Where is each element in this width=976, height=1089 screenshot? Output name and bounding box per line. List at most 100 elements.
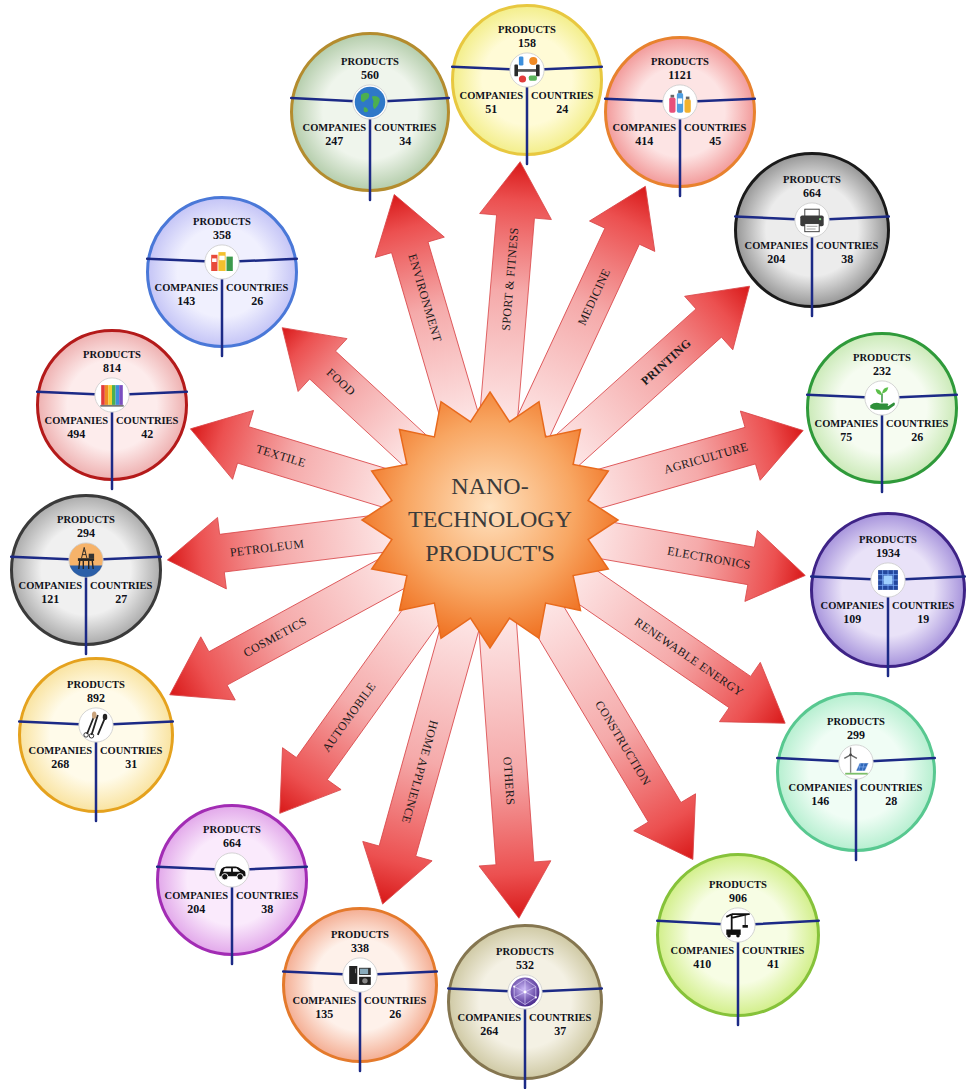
arrow-label: TEXTILE [254, 442, 307, 470]
products-group: PRODUCTS358 [146, 216, 298, 242]
arrow-label: ENVIRONMENT [405, 252, 444, 344]
products-label: PRODUCTS [776, 716, 936, 728]
countries-label: COUNTRIES [816, 240, 878, 252]
arrow-label-holder: AGRICULTURE [662, 440, 749, 477]
products-group: PRODUCTS560 [290, 56, 450, 82]
sector-icon [353, 85, 387, 119]
companies-count: 135 [293, 1007, 356, 1021]
products-label: PRODUCTS [36, 349, 188, 361]
sector-circle: PRODUCTS664COMPANIES204COUNTRIES38 [734, 152, 890, 308]
products-label: PRODUCTS [656, 879, 820, 891]
arrow-label-holder: FOOD [323, 365, 357, 398]
countries-count: 41 [742, 957, 804, 971]
sector-circle: PRODUCTS1121COMPANIES414 COUNTRIES45 [604, 36, 756, 188]
countries-count: 45 [684, 134, 746, 148]
companies-group: COMPANIES51 [460, 90, 523, 116]
products-label: PRODUCTS [451, 24, 603, 36]
companies-label: COMPANIES [613, 122, 676, 134]
countries-group: COUNTRIES38 [816, 240, 878, 266]
countries-group: COUNTRIES38 [236, 890, 298, 916]
products-label: PRODUCTS [10, 514, 162, 526]
sector-circle: PRODUCTS158COMPANIES51COUNTRIES24 [451, 4, 603, 156]
center-title: NANO- TECHNOLOGY PRODUCT'S [401, 470, 579, 571]
countries-label: COUNTRIES [100, 745, 162, 757]
products-count: 892 [18, 691, 174, 705]
sector-icon [839, 745, 873, 779]
products-group: PRODUCTS299 [776, 716, 936, 742]
companies-count: 146 [789, 794, 852, 808]
sector-icon [865, 381, 899, 415]
products-label: PRODUCTS [18, 679, 174, 691]
companies-label: COMPANIES [821, 600, 884, 612]
companies-count: 109 [821, 612, 884, 626]
companies-count: 51 [460, 102, 523, 116]
countries-count: 19 [892, 612, 954, 626]
countries-label: COUNTRIES [116, 415, 178, 427]
companies-count: 414 [613, 134, 676, 148]
countries-label: COUNTRIES [886, 418, 948, 430]
arrow-label-holder: PRINTING [638, 336, 694, 388]
countries-count: 34 [374, 134, 436, 148]
sector-circle: PRODUCTS532COMPANIES264COUNTRIES37 [447, 924, 603, 1080]
companies-group: COMPANIES264 [458, 1012, 521, 1038]
sector-arrow [500, 171, 678, 444]
companies-label: COMPANIES [671, 945, 734, 957]
countries-group: COUNTRIES26 [364, 995, 426, 1021]
countries-group: COUNTRIES37 [529, 1012, 591, 1038]
star-outline [362, 392, 618, 648]
sector-icon [510, 53, 544, 87]
arrow-label-holder: ENVIRONMENT [405, 252, 444, 344]
products-count: 338 [282, 941, 438, 955]
arrow-label: COSMETICS [241, 614, 309, 660]
arrow-label-holder: MEDICINE [575, 266, 613, 327]
products-group: PRODUCTS814 [36, 349, 188, 375]
products-group: PRODUCTS664 [156, 824, 308, 850]
products-group: PRODUCTS892 [18, 679, 174, 705]
sector-circle: PRODUCTS560COMPANIES247COUNTRIES34 [290, 32, 450, 192]
products-label: PRODUCTS [810, 534, 966, 546]
arrow-label: FOOD [323, 365, 357, 398]
countries-count: 28 [860, 794, 922, 808]
sector-arrow [360, 184, 497, 434]
companies-label: COMPANIES [458, 1012, 521, 1024]
countries-count: 38 [816, 252, 878, 266]
countries-group: COUNTRIES42 [116, 415, 178, 441]
companies-group: COMPANIES414 [613, 122, 676, 148]
companies-label: COMPANIES [303, 122, 366, 134]
arrow-label: PRINTING [638, 336, 694, 388]
arrow-label-holder: HOME APPLIENCE [399, 719, 441, 825]
arrow-label-holder: PETROLEUM [229, 536, 305, 559]
products-count: 294 [10, 526, 162, 540]
products-count: 664 [156, 836, 308, 850]
companies-label: COMPANIES [815, 418, 878, 430]
products-label: PRODUCTS [146, 216, 298, 228]
products-group: PRODUCTS232 [806, 352, 958, 378]
products-count: 158 [451, 36, 603, 50]
companies-count: 204 [745, 252, 808, 266]
products-label: PRODUCTS [734, 174, 890, 186]
products-group: PRODUCTS158 [451, 24, 603, 50]
countries-label: COUNTRIES [90, 580, 152, 592]
products-count: 906 [656, 891, 820, 905]
countries-label: COUNTRIES [742, 945, 804, 957]
sector-circle: PRODUCTS232COMPANIES75COUNTRIES26 [806, 332, 958, 484]
countries-label: COUNTRIES [531, 90, 593, 102]
sector-icon [215, 853, 249, 887]
countries-label: COUNTRIES [226, 282, 288, 294]
companies-count: 121 [19, 592, 82, 606]
countries-label: COUNTRIES [236, 890, 298, 902]
products-label: PRODUCTS [604, 56, 756, 68]
products-label: PRODUCTS [447, 946, 603, 958]
arrow-label: MEDICINE [575, 266, 613, 327]
countries-label: COUNTRIES [684, 122, 746, 134]
products-group: PRODUCTS1121 [604, 56, 756, 82]
products-label: PRODUCTS [806, 352, 958, 364]
circle-shape [656, 853, 820, 1017]
countries-label: COUNTRIES [529, 1012, 591, 1024]
products-count: 664 [734, 186, 890, 200]
countries-label: COUNTRIES [374, 122, 436, 134]
countries-count: 31 [100, 757, 162, 771]
countries-group: COUNTRIES28 [860, 782, 922, 808]
